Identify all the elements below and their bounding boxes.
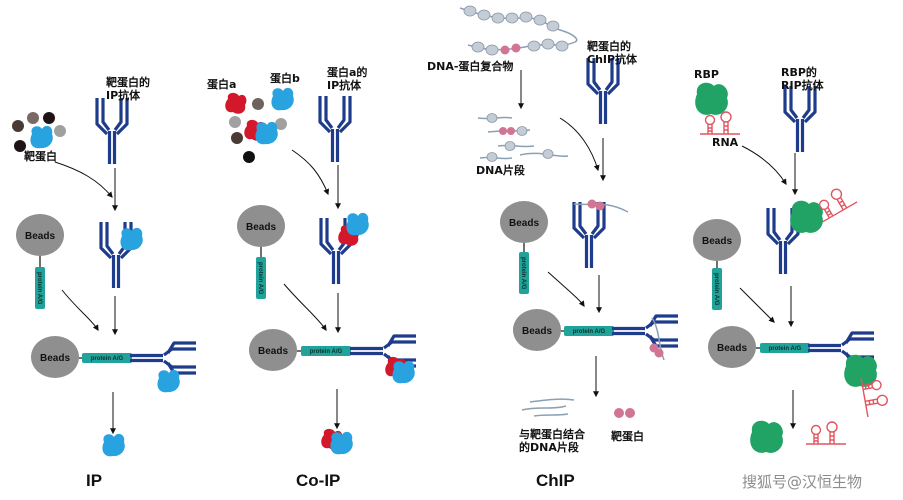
- chip-antibody-label-line1: 靶蛋白的: [587, 40, 631, 53]
- svg-text:protein A/G: protein A/G: [310, 349, 343, 355]
- eluted-target-icon: [102, 433, 125, 457]
- beads-label: Beads: [25, 231, 55, 242]
- ip-panel-title: IP: [86, 471, 103, 490]
- coip-protein-a-label: 蛋白a: [207, 78, 237, 91]
- svg-text:Beads: Beads: [246, 222, 276, 233]
- coip-antibody-label-line2: IP抗体: [327, 79, 362, 92]
- svg-text:protein A/G: protein A/G: [257, 262, 263, 295]
- rip-antibody-icon: [783, 84, 817, 154]
- bead-with-protein-ag: Beads protein A/G: [16, 214, 64, 309]
- eluted-rbp-icon: [750, 420, 783, 453]
- rip-antibody-label-line2: RIP抗体: [781, 79, 824, 92]
- chip-result-dna-line1: 与靶蛋白结合: [519, 428, 585, 441]
- svg-text:protein A/G: protein A/G: [713, 273, 719, 306]
- panel-coip: Beads protein A/G Beads protein A/G: [225, 87, 418, 455]
- svg-text:Beads: Beads: [522, 326, 552, 337]
- chip-panel-title: ChIP: [536, 471, 575, 490]
- svg-text:Beads: Beads: [717, 343, 747, 354]
- svg-text:Beads: Beads: [509, 218, 539, 229]
- chip-fragment-label: DNA片段: [476, 164, 525, 177]
- panel-chip: Beads protein A/G Beads protein A/G: [459, 5, 680, 418]
- rip-rna-label: RNA: [712, 136, 739, 149]
- bead-with-protein-ag-chip: Beads protein A/G: [500, 201, 548, 294]
- eluted-protein: [614, 408, 635, 418]
- coip-antibody-icon: [318, 94, 352, 164]
- svg-text:Beads: Beads: [702, 236, 732, 247]
- eluted-rna-icon: [805, 421, 847, 445]
- rip-rbp-label: RBP: [694, 68, 719, 81]
- watermark: 搜狐号@汉恒生物: [742, 473, 863, 491]
- panel-rip: Beads protein A/G Beads protein A/G: [693, 82, 891, 453]
- bound-target-icon: [120, 227, 143, 251]
- ip-antibody-label-line1: 靶蛋白的: [106, 76, 150, 89]
- svg-text:protein A/G: protein A/G: [573, 329, 606, 335]
- protein-mixture: [12, 112, 66, 152]
- coip-panel-title: Co-IP: [296, 471, 341, 490]
- immunocomplex-chip: Beads protein A/G: [513, 309, 680, 361]
- dna-fragments: [477, 113, 569, 162]
- target-protein-icon: [30, 125, 53, 149]
- bead-with-protein-ag-coip: Beads protein A/G: [237, 205, 285, 299]
- bead-with-protein-ag-rip: Beads protein A/G: [693, 219, 741, 310]
- panel-ip: Beads protein A/G Beads protein A/G: [12, 96, 198, 457]
- protein-ag-label: protein A/G: [36, 272, 42, 305]
- protein-mixture-coip: [225, 87, 294, 163]
- immunocomplex-rip: Beads protein A/G: [708, 326, 891, 418]
- chip-complex-label: DNA-蛋白复合物: [427, 60, 514, 73]
- eluted-dna: [521, 398, 575, 417]
- rip-antibody-label-line1: RBP的: [781, 66, 817, 79]
- svg-text:protein A/G: protein A/G: [520, 257, 526, 290]
- svg-text:protein A/G: protein A/G: [769, 346, 802, 352]
- rna-icon: [699, 111, 741, 135]
- rbp-icon: [695, 82, 728, 115]
- immunocomplex-coip: Beads protein A/G: [249, 329, 418, 384]
- chromatin-strand: [459, 5, 578, 56]
- immunocomplex: Beads protein A/G: [31, 336, 198, 393]
- ip-target-label: 靶蛋白: [24, 150, 57, 163]
- coip-protein-b-label: 蛋白b: [270, 72, 300, 85]
- svg-text:protein A/G: protein A/G: [91, 356, 124, 362]
- chip-result-protein-label: 靶蛋白: [611, 430, 644, 443]
- chip-antibody-icon: [586, 56, 620, 126]
- svg-text:Beads: Beads: [258, 346, 288, 357]
- chip-antibody-label-line2: ChIP抗体: [587, 53, 638, 66]
- ip-antibody-label-line2: IP抗体: [106, 89, 141, 102]
- ip-antibody-icon: [95, 96, 129, 166]
- coip-antibody-label-line1: 蛋白a的: [327, 66, 368, 79]
- svg-text:Beads: Beads: [40, 353, 70, 364]
- chip-result-dna-line2: 的DNA片段: [519, 441, 579, 454]
